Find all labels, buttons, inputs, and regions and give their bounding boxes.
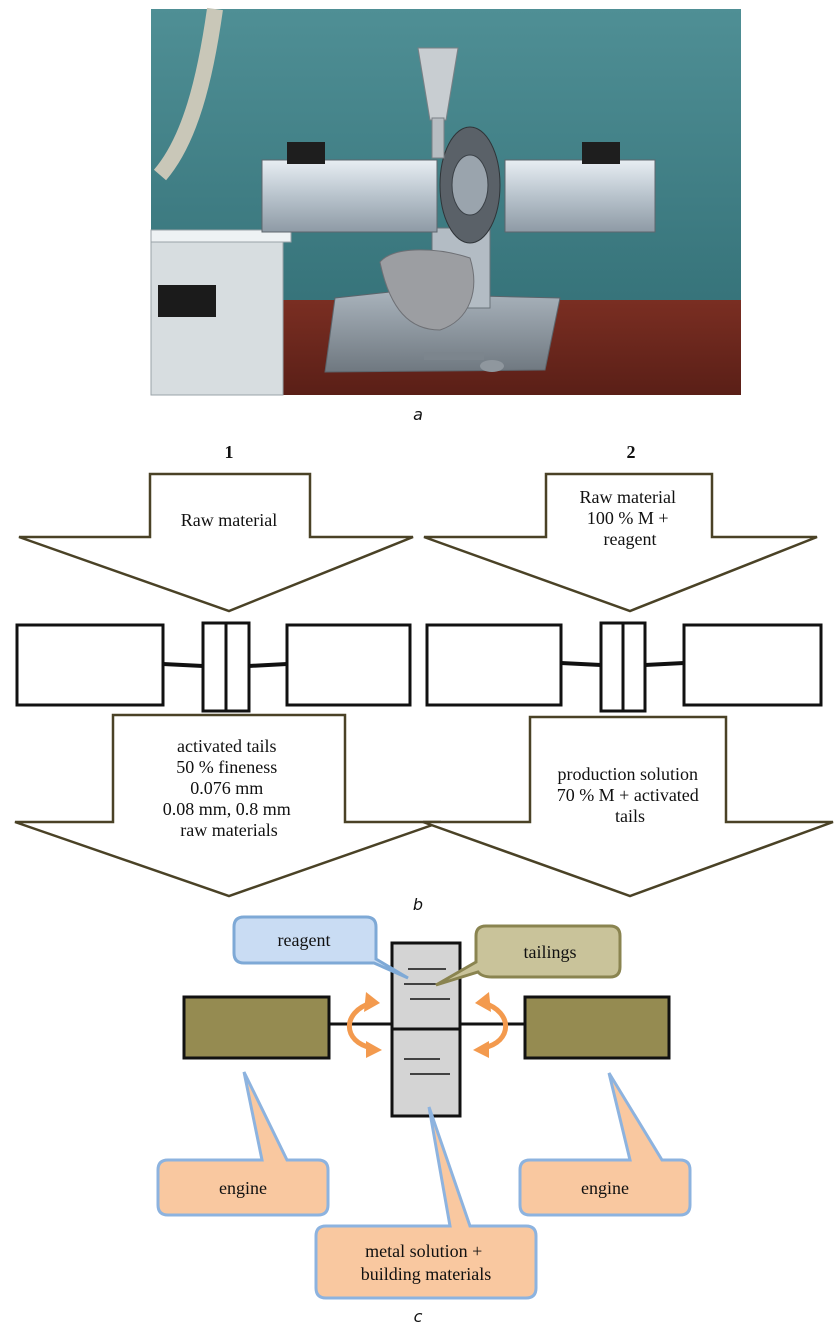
tailings-label: tailings	[524, 942, 577, 962]
input-left-line-1: Raw material	[181, 510, 277, 530]
output-arrow-right	[422, 715, 834, 898]
caption-c: c	[414, 1307, 423, 1326]
scheme-1-number: 1	[225, 442, 234, 462]
engine-left-label: engine	[219, 1178, 267, 1198]
output-right-line-2: 70 % M + activated	[557, 785, 699, 805]
input-arrow-right	[423, 472, 818, 613]
output-arrow-left	[14, 713, 442, 898]
output-right-line-3: tails	[615, 806, 645, 826]
metal-solution-line-1: metal solution +	[365, 1241, 482, 1261]
output-left-line-3: 0.076 mm	[190, 778, 263, 798]
tailings-callout	[435, 924, 622, 987]
mill-schematic-right	[425, 621, 823, 713]
input-left-label: Raw material	[181, 510, 277, 530]
input-right-line-1: Raw material	[580, 487, 676, 507]
engine-right-label: engine	[581, 1178, 629, 1198]
output-left-line-2: 50 % fineness	[176, 757, 277, 777]
mill-schematic-left	[15, 621, 412, 713]
engine-left-callout	[156, 1071, 330, 1217]
input-arrow-left	[18, 472, 414, 613]
engine-block-left	[182, 995, 331, 1060]
scheme-2-number: 2	[627, 442, 636, 462]
output-left-line-1: activated tails	[177, 736, 276, 756]
output-left-line-5: raw materials	[180, 820, 277, 840]
caption-b: b	[413, 895, 423, 914]
engine-right-callout	[518, 1072, 692, 1217]
metal-solution-label: metal solution + building materials	[361, 1241, 491, 1284]
input-right-label: Raw material 100 % M + reagent	[580, 487, 681, 549]
caption-a: a	[413, 405, 423, 424]
output-left-line-4: 0.08 mm, 0.8 mm	[163, 799, 291, 819]
ball-mill-photo	[150, 7, 741, 396]
input-right-line-2: 100 % M +	[587, 508, 669, 528]
metal-solution-line-2: building materials	[361, 1264, 491, 1284]
reagent-label: reagent	[278, 930, 331, 950]
output-left-label: activated tails 50 % fineness 0.076 mm 0…	[163, 736, 296, 840]
rotation-arrow-right-icon	[473, 992, 509, 1058]
mill-drum	[390, 941, 462, 1118]
engine-block-right	[523, 995, 671, 1060]
reagent-callout	[232, 915, 409, 980]
input-right-line-3: reagent	[604, 529, 657, 549]
rotation-arrow-left-icon	[346, 992, 382, 1058]
metal-solution-callout	[314, 1106, 538, 1300]
output-right-label: production solution 70 % M + activated t…	[557, 764, 704, 826]
output-right-line-1: production solution	[558, 764, 699, 784]
